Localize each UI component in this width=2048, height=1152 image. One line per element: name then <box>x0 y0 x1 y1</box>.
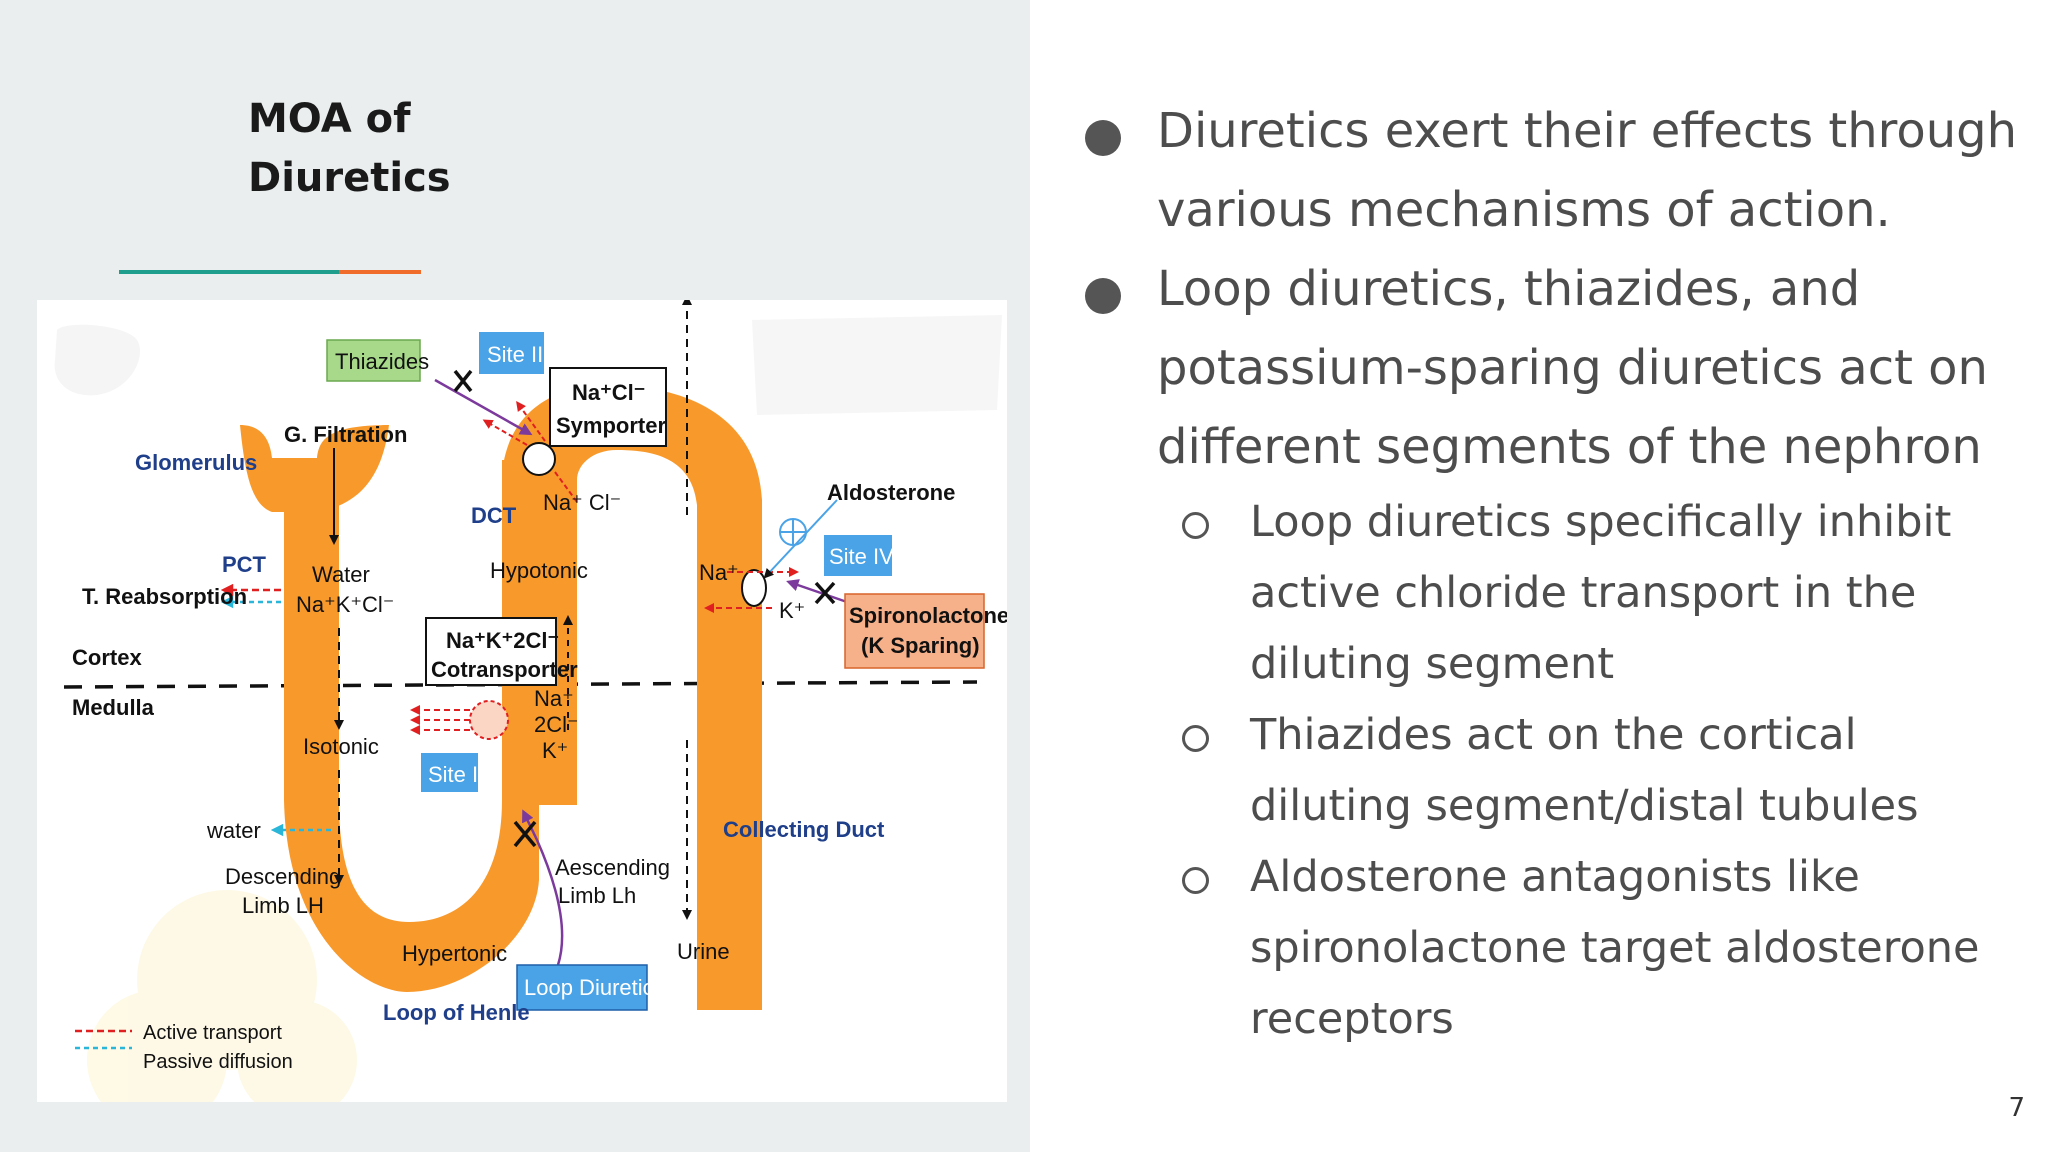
label-water-descending: water <box>206 818 261 843</box>
nacl-symporter-transporter <box>522 442 556 476</box>
cortex-medulla-boundary <box>63 680 978 689</box>
label-nkcc-2cl: 2Cl⁻ <box>534 712 579 737</box>
label-legend-active: Active transport <box>143 1022 282 1044</box>
sub-bullet-1-line-2: active chloride transport in the <box>1250 568 1917 618</box>
nkcc-box <box>425 617 557 686</box>
thiazide-inhibition-line <box>434 378 533 436</box>
label-nkcc-na: Na⁺ <box>534 686 574 711</box>
label-nkcc-2: Cotransporter <box>431 657 578 682</box>
sub-bullet-2-line-2: diluting segment/distal tubules <box>1250 781 1919 831</box>
slide-title-line-2: Diuretics <box>248 155 451 201</box>
site4-box <box>824 535 892 576</box>
label-site3: Site III <box>487 342 549 367</box>
bullet-ring-icon <box>1182 725 1209 752</box>
label-hypotonic: Hypotonic <box>490 558 588 583</box>
label-nakcl: Na⁺K⁺Cl⁻ <box>296 592 394 617</box>
label-urine: Urine <box>677 939 730 964</box>
label-aldosterone: Aldosterone <box>827 480 955 505</box>
sub-bullet-3-line-1: Aldosterone antagonists like <box>1250 852 1860 902</box>
bullet-2-line-2: potassium-sparing diuretics act on <box>1157 340 1988 396</box>
spironolactone-inhibition-line <box>786 579 848 604</box>
label-nacl-symporter-1: Na⁺Cl⁻ <box>572 380 645 405</box>
label-isotonic: Isotonic <box>303 734 379 759</box>
watermark-blobs <box>54 315 1002 1102</box>
bullet-1-line-2: various mechanisms of action. <box>1157 182 1891 238</box>
slide-title-line-1: MOA of <box>248 96 411 142</box>
bullet-2-line-3: different segments of the nephron <box>1157 419 1982 475</box>
thiazides-box <box>326 339 421 382</box>
sub-bullet-2-line-1: Thiazides act on the cortical <box>1250 710 1857 760</box>
label-pct: PCT <box>222 552 267 577</box>
nephron-diagram: Thiazides Site III Na⁺Cl⁻ Symporter G. F… <box>37 300 1007 1102</box>
label-nkcc-1: Na⁺K⁺2Cl⁻ <box>446 628 559 653</box>
label-thiazides: Thiazides <box>335 349 429 374</box>
label-loop-of-henle: Loop of Henle <box>383 1000 530 1025</box>
loop-diuretic-inhibition-line <box>522 809 564 966</box>
symporter-arrow-3 <box>554 471 578 503</box>
label-collecting-duct: Collecting Duct <box>723 817 885 842</box>
sub-bullet-3: Aldosterone antagonists like spironolact… <box>1085 842 2025 1055</box>
bullet-dot-icon <box>1085 278 1121 314</box>
label-hypertonic: Hypertonic <box>402 941 507 966</box>
label-medulla: Medulla <box>72 695 155 720</box>
page-number: 7 <box>2008 1093 2025 1123</box>
site2-box <box>421 753 478 792</box>
nkcc-transporter <box>469 700 509 740</box>
label-spironolactone-2: (K Sparing) <box>861 633 980 658</box>
label-descending-1: Descending <box>225 864 341 889</box>
bullet-ring-icon <box>1182 867 1209 894</box>
title-divider-teal <box>119 270 339 274</box>
label-site4: Site IV <box>829 544 894 569</box>
sub-bullet-1: Loop diuretics specifically inhibit acti… <box>1085 487 2025 700</box>
label-spironolactone-1: Spironolactone <box>849 603 1007 628</box>
sub-bullet-2: Thiazides act on the cortical diluting s… <box>1085 700 2025 842</box>
bullet-ring-icon <box>1182 512 1209 539</box>
label-dct: DCT <box>471 503 517 528</box>
nacl-symporter-box <box>549 367 667 447</box>
bullet-2-line-1: Loop diuretics, thiazides, and <box>1157 261 1861 317</box>
spironolactone-box <box>844 593 985 669</box>
label-water: Water <box>312 562 370 587</box>
label-nacl: Na⁺ Cl⁻ <box>543 490 621 515</box>
bullet-1-line-1: Diuretics exert their effects through <box>1157 103 2018 159</box>
label-legend-passive: Passive diffusion <box>143 1051 293 1073</box>
label-cd-k: K⁺ <box>779 598 805 623</box>
label-site2: Site II <box>428 762 484 787</box>
bullet-list: Diuretics exert their effects through va… <box>1085 92 2025 1055</box>
label-glomerulus: Glomerulus <box>135 450 257 475</box>
cd-exchanger <box>741 569 767 607</box>
label-nkcc-k: K⁺ <box>542 738 568 763</box>
label-loop-diuretic: Loop Diuretic <box>524 975 654 1000</box>
title-divider-orange <box>339 270 421 274</box>
sub-bullet-3-line-2: spironolactone target aldosterone <box>1250 923 1980 973</box>
label-descending-2: Limb LH <box>242 893 324 918</box>
block-x-marks <box>453 369 836 848</box>
loop-diuretic-box <box>516 964 648 1011</box>
sub-bullet-1-line-3: diluting segment <box>1250 639 1615 689</box>
label-nacl-symporter-2: Symporter <box>556 413 666 438</box>
nephron-diagram-figure: Thiazides Site III Na⁺Cl⁻ Symporter G. F… <box>37 300 1007 1102</box>
site3-box <box>479 332 544 374</box>
sub-bullet-1-line-1: Loop diuretics specifically inhibit <box>1250 497 1952 547</box>
label-t-reabsorption: T. Reabsorption <box>82 584 247 609</box>
label-g-filtration: G. Filtration <box>284 422 407 447</box>
bullet-dot-icon <box>1085 120 1121 156</box>
label-aescending-1: Aescending <box>555 855 670 880</box>
label-cortex: Cortex <box>72 645 142 670</box>
aldosterone-receptor-icon <box>763 499 838 579</box>
label-aescending-2: Limb Lh <box>558 883 636 908</box>
title-divider <box>119 270 421 274</box>
sub-bullet-3-line-3: receptors <box>1250 994 1454 1044</box>
bullet-2: Loop diuretics, thiazides, and potassium… <box>1085 250 2025 487</box>
label-cd-na: Na⁺ <box>699 560 739 585</box>
slide-title: MOA of Diuretics <box>248 90 748 208</box>
bullet-1: Diuretics exert their effects through va… <box>1085 92 2025 250</box>
